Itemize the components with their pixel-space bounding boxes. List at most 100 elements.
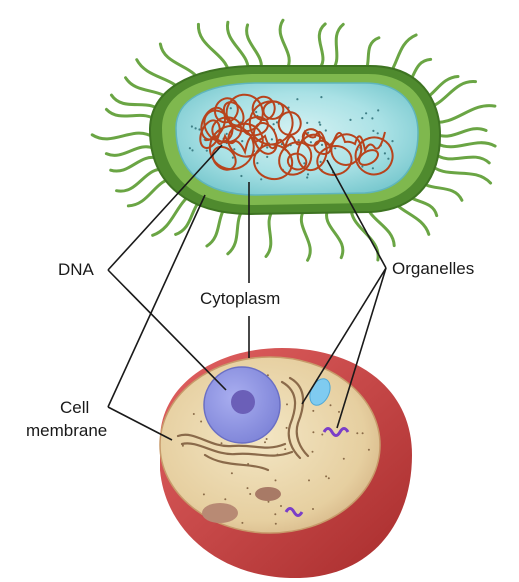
ribosome-dot — [255, 111, 257, 113]
flagellum — [266, 209, 274, 256]
ribosome-dot — [273, 123, 275, 125]
ribosome-dot — [377, 132, 379, 134]
ribosome-dot — [240, 175, 242, 177]
cytoplasm-dot — [275, 523, 277, 525]
cytoplasm-dot — [203, 493, 205, 495]
ribosome-dot — [318, 121, 320, 123]
cytoplasm-dot — [247, 487, 249, 489]
ribosome-dot — [198, 128, 200, 130]
cytoplasm-dot — [286, 403, 288, 405]
cytoplasm-dot — [266, 438, 268, 440]
prokaryote-cell — [92, 20, 495, 260]
cytoplasm-dot — [221, 442, 223, 444]
ribosome-dot — [334, 147, 336, 149]
cytoplasm-dot — [274, 513, 276, 515]
ribosome-dot — [266, 146, 268, 148]
flagellum — [317, 24, 325, 71]
ribosome-dot — [241, 140, 243, 142]
ribosome-dot — [206, 150, 208, 152]
cytoplasm-dot — [312, 410, 314, 412]
ribosome-dot — [256, 162, 258, 164]
ribosome-dot — [320, 161, 322, 163]
ribosome-dot — [377, 109, 379, 111]
cytoplasm-dot — [312, 508, 314, 510]
cytoplasm-dot — [193, 413, 195, 415]
cytoplasm-dot — [356, 432, 358, 434]
ribosome-dot — [296, 98, 298, 100]
flagellum — [117, 169, 167, 191]
flagellum — [111, 157, 158, 171]
ribosome-dot — [372, 167, 374, 169]
cytoplasm-dot — [312, 431, 314, 433]
ribosome-dot — [298, 139, 300, 141]
ribosome-dot — [306, 176, 308, 178]
cytoplasm-dot — [362, 432, 364, 434]
flagellum — [327, 208, 343, 258]
flagellum — [330, 24, 343, 72]
ribosome-dot — [372, 130, 374, 132]
ribosome-dot — [321, 144, 323, 146]
cytoplasm-dot — [325, 475, 327, 477]
ribosome-dot — [191, 125, 193, 127]
cytoplasm-dot — [231, 472, 233, 474]
ribosome-dot — [365, 112, 367, 114]
ribosome-dot — [226, 133, 228, 135]
ribosome-dot — [271, 138, 273, 140]
ribosome-dot — [384, 152, 386, 154]
label-cell-membrane-line1: Cell — [60, 398, 89, 418]
cytoplasm-dot — [308, 479, 310, 481]
cytoplasm-dot — [275, 479, 277, 481]
flagellum — [106, 147, 154, 156]
flagellum — [280, 20, 289, 70]
ribosome-dot — [387, 158, 389, 160]
cytoplasm-dot — [312, 451, 314, 453]
ribosome-dot — [325, 129, 327, 131]
ribosome-dot — [233, 148, 235, 150]
ribosome-dot — [266, 156, 268, 158]
cytoplasm-dot — [284, 448, 286, 450]
ribosome-dot — [320, 96, 322, 98]
flagellum — [429, 163, 491, 183]
nucleolus — [231, 390, 255, 414]
cytoplasm-dot — [264, 441, 266, 443]
flagellum — [434, 153, 489, 163]
ribosome-dot — [319, 124, 321, 126]
ribosome-dot — [307, 173, 309, 175]
flagellum — [437, 129, 487, 137]
cytoplasm-dot — [224, 498, 226, 500]
ribosome-dot — [306, 122, 308, 124]
flagellum — [301, 210, 310, 260]
ribosome-dot — [189, 147, 191, 149]
cytoplasm-dot — [249, 493, 251, 495]
cytoplasm-dot — [343, 458, 345, 460]
cytoplasm-dot — [200, 421, 202, 423]
cytoplasm-dot — [321, 434, 323, 436]
ribosome-dot — [232, 157, 234, 159]
ribosome-dot — [349, 119, 351, 121]
ribosome-dot — [310, 141, 312, 143]
label-dna: DNA — [58, 260, 94, 280]
cytoplasm-dot — [268, 501, 270, 503]
ribosome-dot — [391, 140, 393, 142]
organelle-oval — [202, 503, 238, 523]
label-cell-membrane-line2: membrane — [26, 421, 107, 441]
organelle-oval — [255, 487, 281, 501]
ribosome-dot — [361, 117, 363, 119]
flagellum — [437, 143, 495, 147]
eukaryote-cell — [160, 348, 412, 578]
cytoplasm-dot — [328, 477, 330, 479]
label-cytoplasm: Cytoplasm — [200, 289, 280, 309]
label-organelles: Organelles — [392, 259, 474, 279]
ribosome-dot — [371, 117, 373, 119]
cytoplasm-dot — [182, 445, 184, 447]
cytoplasm-dot — [280, 505, 282, 507]
flagellum — [432, 106, 495, 123]
cytoplasm-dot — [338, 411, 340, 413]
cytoplasm-dot — [330, 404, 332, 406]
ribosome-dot — [260, 178, 262, 180]
cytoplasm-dot — [241, 522, 243, 524]
flagellum — [92, 133, 153, 139]
cytoplasm-dot — [286, 427, 288, 429]
ribosome-dot — [195, 127, 197, 129]
